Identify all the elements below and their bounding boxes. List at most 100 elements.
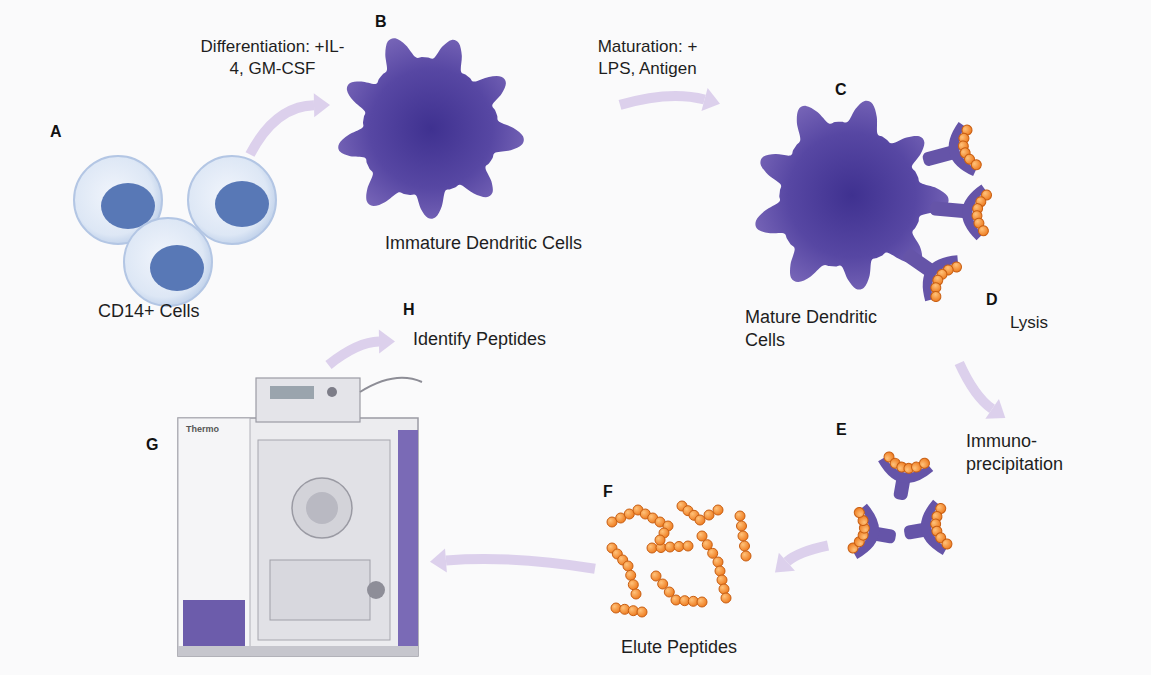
illustration-part [258, 440, 390, 640]
illustration-part [306, 492, 338, 524]
peptide-bead [637, 607, 647, 617]
peptide-bead [674, 542, 684, 552]
peptide-bead [741, 551, 751, 561]
step-letter: D [986, 290, 998, 311]
illustration-part [360, 378, 422, 392]
peptide-bead [626, 570, 636, 580]
peptide-bead [651, 571, 661, 581]
cd14-cells-stage: A CD14+ Cells [45, 118, 250, 333]
illustration-part [178, 418, 250, 656]
peptide-bead [713, 505, 723, 515]
immature-dendritic-cell [338, 38, 524, 219]
mhc-molecule [889, 230, 966, 307]
peptide-bead [740, 541, 750, 551]
illustration-part [916, 499, 947, 558]
peptide-bead [664, 587, 674, 597]
process-arrow [250, 93, 330, 154]
illustration-part [942, 121, 978, 181]
elute-peptides-stage: F Elute Peptides [595, 480, 775, 665]
peptide-bead [738, 531, 748, 541]
mass-spectrometer-stage: G [140, 365, 430, 663]
illustration-part [178, 646, 418, 656]
peptide-bead [970, 159, 982, 171]
mature-dc-stage: C Mature Dendritic Cells [720, 78, 995, 363]
peptide-bead [715, 566, 725, 576]
peptide-bead [697, 531, 707, 541]
illustration-part [124, 218, 212, 306]
peptide-bead [978, 225, 989, 236]
illustration-part [215, 181, 269, 227]
step-letter: C [835, 80, 847, 101]
mature-dendritic-cell [755, 101, 948, 290]
mhc-peptide-complex [872, 450, 935, 504]
illustration-part [852, 503, 883, 562]
illustration-part [150, 245, 204, 291]
peptide-bead [704, 510, 714, 520]
mass-spectrometer [178, 378, 422, 656]
peptide-bead [631, 589, 641, 599]
step-label: Lysis [1010, 312, 1048, 334]
stage-caption: Mature Dendritic Cells [745, 306, 885, 353]
illustration-part [188, 156, 276, 244]
mhc-peptide-complex [900, 498, 954, 561]
mhc-molecule [916, 119, 984, 187]
stage-caption: Immuno- precipitation [966, 430, 1081, 477]
step-label: Differentiation: +IL-4, GM-CSF [200, 36, 345, 80]
peptide-bead [719, 584, 729, 594]
illustration-part [178, 418, 418, 656]
peptide-bead [697, 597, 707, 607]
process-arrow [959, 363, 1005, 419]
illustration-part [183, 600, 245, 652]
stage-caption: Immature Dendritic Cells [385, 232, 582, 255]
step-letter: G [146, 435, 158, 456]
peptide-bead [735, 511, 745, 521]
stage-caption: Elute Peptides [621, 636, 737, 659]
peptide-bead [919, 457, 931, 469]
step-label: Maturation: + LPS, Antigen [585, 36, 710, 80]
peptide-bead [623, 561, 633, 571]
illustration-part [846, 119, 992, 565]
step-letter: F [603, 482, 613, 503]
process-arrow [775, 546, 828, 573]
peptide-bead [717, 575, 727, 585]
illustration-part [607, 501, 751, 617]
peptide-bead [713, 557, 723, 567]
peptide-bead [647, 543, 657, 553]
stage-caption: CD14+ Cells [98, 300, 200, 323]
immature-dc-stage: B Immature Dendritic Cells [330, 8, 620, 263]
step-letter: A [50, 122, 62, 143]
illustration-part [256, 378, 360, 422]
identify-peptides-stage: H Identify Peptides [395, 298, 570, 360]
illustration-part [875, 456, 934, 487]
peptide-bead [853, 507, 865, 519]
peptide-bead [628, 580, 638, 590]
illustration-part [270, 386, 314, 399]
illustration-part [367, 581, 385, 599]
peptide-bead [721, 593, 731, 603]
cd14-cells [74, 156, 276, 306]
brand-logo: Thermo [186, 424, 219, 436]
peptide-bead [655, 535, 665, 545]
peptide-bead [941, 538, 953, 550]
peptide-bead [737, 521, 747, 531]
illustration-part [398, 430, 418, 656]
step-letter: H [403, 300, 415, 321]
peptide-bead [695, 515, 705, 525]
illustration-part [327, 387, 337, 397]
step-letter: E [836, 420, 847, 441]
illustration-part [292, 478, 352, 538]
stage-caption: Identify Peptides [413, 328, 546, 351]
process-arrow [620, 88, 720, 111]
immunoprecipitation-stage: E Immuno- precipitation [828, 418, 1085, 568]
mhc-peptide-complex [846, 502, 900, 565]
step-letter: B [375, 12, 387, 33]
peptide-bead [665, 542, 675, 552]
illustration-part [101, 183, 155, 229]
process-arrow [430, 548, 595, 572]
peptide-bead [708, 548, 718, 558]
peptide-bead [683, 541, 693, 551]
illustration-part [270, 560, 370, 620]
